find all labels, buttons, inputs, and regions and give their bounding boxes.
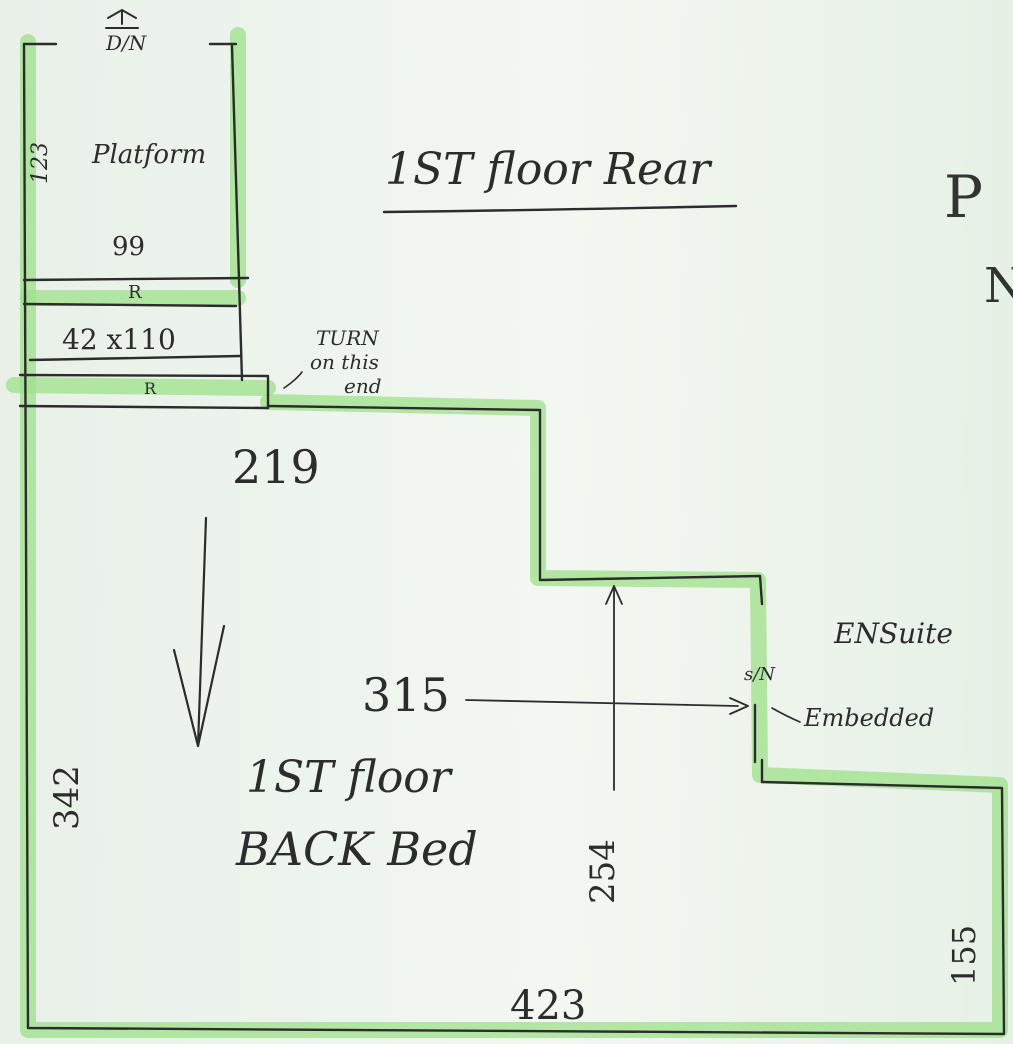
switch-note: Embedded [804, 704, 935, 732]
embedded-note-pointer [771, 707, 801, 723]
partial-text-p: P [944, 163, 984, 231]
stair-direction-label: D/N [106, 31, 147, 55]
top-wall-dimension: 219 [232, 440, 320, 494]
turn-note-line-3: end [344, 374, 382, 398]
riser-label-1: R [128, 282, 142, 303]
bottom-wall-dimension: 423 [510, 983, 587, 1029]
plan-title: 1ST floor Rear [385, 144, 711, 195]
wall-lines [18, 42, 1006, 1036]
stair-down-arrow [105, 8, 139, 29]
room-name-line-1: 1ST floor [246, 752, 451, 803]
room-name-line-2: BACK Bed [236, 822, 478, 876]
left-wall-dimension: 342 [47, 765, 87, 830]
dimension-arrow-315 [465, 697, 749, 715]
turn-note-line-2: on this [310, 350, 379, 374]
turn-note-pointer [283, 371, 303, 389]
platform-label: Platform [92, 140, 207, 170]
ensuite-label: ENSuite [834, 617, 953, 650]
platform-depth-dimension: 123 [28, 142, 53, 184]
switch-label: s/N [744, 664, 776, 685]
partial-text-n: N [984, 258, 1013, 314]
dimension-arrow-254 [605, 585, 623, 791]
title-underline [382, 204, 738, 214]
turn-note-line-1: TURN [316, 326, 379, 350]
ensuite-depth-dimension: 254 [583, 839, 623, 904]
step-size-label: 42 x110 [62, 323, 176, 356]
middle-dimension: 315 [362, 668, 450, 722]
room-down-arrow [172, 516, 226, 748]
right-wall-dimension: 155 [945, 924, 983, 986]
platform-width-dimension: 99 [112, 232, 146, 262]
riser-label-2: R [144, 379, 157, 398]
